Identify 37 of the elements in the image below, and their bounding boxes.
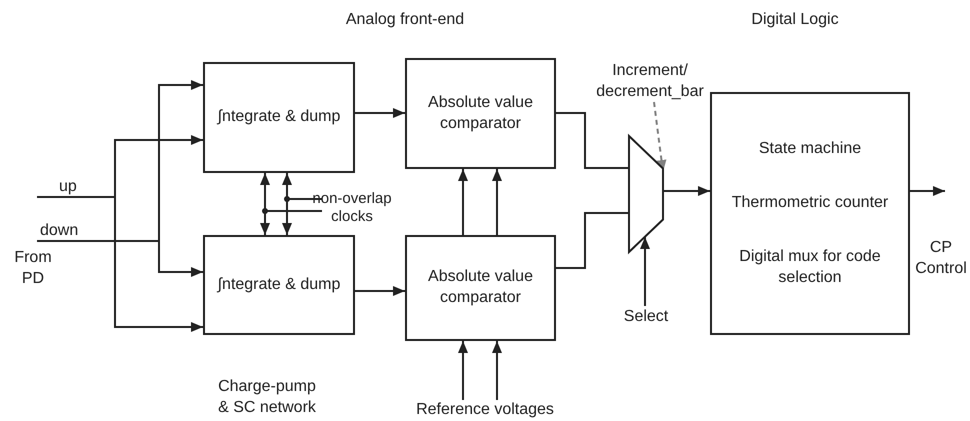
block-text: ∫ntegrate & dump bbox=[218, 107, 340, 128]
block-text: State machine bbox=[758, 138, 862, 159]
annotation-text: CP Control bbox=[914, 238, 968, 279]
block-text: Thermometric counter bbox=[732, 192, 888, 213]
arrow bbox=[37, 240, 203, 277]
annotation-text: From PD bbox=[13, 248, 53, 289]
signal-label: Select bbox=[624, 306, 668, 327]
signal-label: up bbox=[59, 176, 77, 197]
arrow bbox=[355, 108, 405, 118]
signal-label: Increment/ decrement_bar bbox=[595, 61, 705, 102]
connector-line bbox=[556, 112, 629, 169]
signal-label: non-overlap clocks bbox=[312, 190, 392, 226]
arrow bbox=[492, 341, 502, 400]
block-box bbox=[405, 58, 556, 169]
logic-block-box bbox=[710, 92, 910, 335]
arrow bbox=[663, 186, 710, 196]
arrow bbox=[37, 196, 203, 332]
block-text: Absolute value comparator bbox=[427, 92, 534, 134]
connector-line bbox=[556, 212, 629, 269]
arrow bbox=[640, 237, 650, 306]
arrow bbox=[355, 286, 405, 296]
block-box bbox=[203, 62, 355, 173]
arrow bbox=[492, 169, 502, 235]
signal-label: down bbox=[40, 220, 78, 241]
arrow bbox=[458, 169, 468, 235]
signal-label: Reference voltages bbox=[416, 400, 554, 420]
block-box bbox=[405, 235, 556, 341]
block-box bbox=[203, 235, 355, 335]
arrow bbox=[910, 186, 945, 196]
multiplexer-symbol bbox=[629, 136, 663, 252]
block-text: Digital mux for code selection bbox=[738, 246, 882, 288]
section-heading: Digital Logic bbox=[750, 10, 840, 30]
block-text: Absolute value comparator bbox=[427, 267, 534, 308]
block-text: ∫ntegrate & dump bbox=[218, 274, 340, 295]
arrow bbox=[458, 341, 468, 400]
annotation-text: Charge-pump & SC network bbox=[217, 377, 317, 418]
section-heading: Analog front-end bbox=[344, 10, 466, 30]
